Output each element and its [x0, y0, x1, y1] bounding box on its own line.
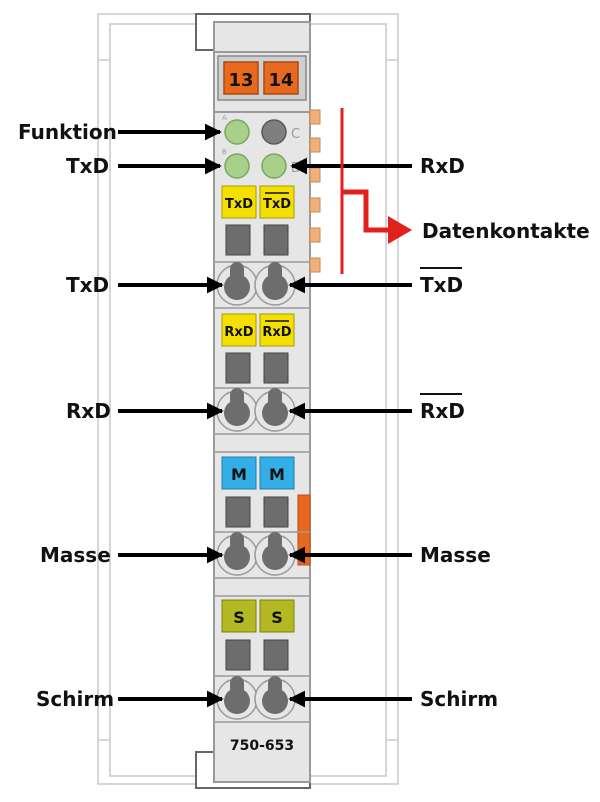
led-d-rxd	[261, 153, 287, 179]
tag-txd	[221, 185, 257, 219]
data-contacts	[309, 109, 321, 273]
label-txd-led: TxD	[66, 154, 109, 178]
tag-m-right-text: M	[269, 465, 285, 484]
release-slot-4b	[263, 639, 289, 671]
label-schirm-left: Schirm	[36, 687, 114, 711]
tag-txd-inv-text: TxD	[263, 197, 291, 212]
label-txd: TxD	[66, 273, 109, 297]
led-label-d: D	[291, 161, 301, 176]
release-slot-1a	[225, 224, 251, 256]
release-slot-3a	[225, 496, 251, 528]
tag-s-right	[259, 599, 295, 633]
label-rxd: RxD	[66, 399, 111, 423]
label-funktion: Funktion	[18, 120, 117, 144]
led-c	[261, 119, 287, 145]
tag-rxd	[221, 313, 257, 347]
label-rxd-inv: RxD	[420, 399, 465, 423]
connector-14	[263, 61, 299, 95]
release-slot-1b	[263, 224, 289, 256]
led-b-txd	[224, 153, 250, 179]
connector-14-label: 14	[268, 70, 293, 91]
tag-m-right	[259, 456, 295, 490]
release-slot-2b	[263, 352, 289, 384]
tag-s-left	[221, 599, 257, 633]
clamp-pair-2	[214, 387, 310, 435]
tag-txd-inv	[259, 185, 295, 219]
callout-arrows	[118, 123, 412, 708]
led-label-a: A	[222, 114, 227, 122]
label-datenkontakte: Datenkontakte	[422, 219, 590, 243]
connector-13	[223, 61, 259, 95]
label-schirm-right: Schirm	[420, 687, 498, 711]
tag-rxd-text: RxD	[224, 325, 253, 340]
tag-txd-text: TxD	[225, 197, 253, 212]
release-slot-3b	[263, 496, 289, 528]
label-masse-left: Masse	[40, 543, 111, 567]
tag-rxd-inv-text: RxD	[262, 325, 291, 340]
label-rxd-led: RxD	[420, 154, 465, 178]
connector-13-label: 13	[228, 70, 253, 91]
led-label-b: B	[222, 148, 227, 156]
release-slot-2a	[225, 352, 251, 384]
tag-s-right-text: S	[271, 608, 283, 627]
tag-m-left-text: M	[231, 465, 247, 484]
tag-m-left	[221, 456, 257, 490]
led-label-c: C	[291, 127, 300, 142]
part-number: 750-653	[230, 738, 294, 754]
led-a-funktion	[224, 119, 250, 145]
tag-s-left-text: S	[233, 608, 245, 627]
tag-rxd-inv	[259, 313, 295, 347]
datenkontakte-arrow	[340, 108, 412, 274]
release-slot-4a	[225, 639, 251, 671]
clamp-pair-3	[214, 531, 310, 579]
label-masse-right: Masse	[420, 543, 491, 567]
label-txd-inv: TxD	[420, 273, 463, 297]
